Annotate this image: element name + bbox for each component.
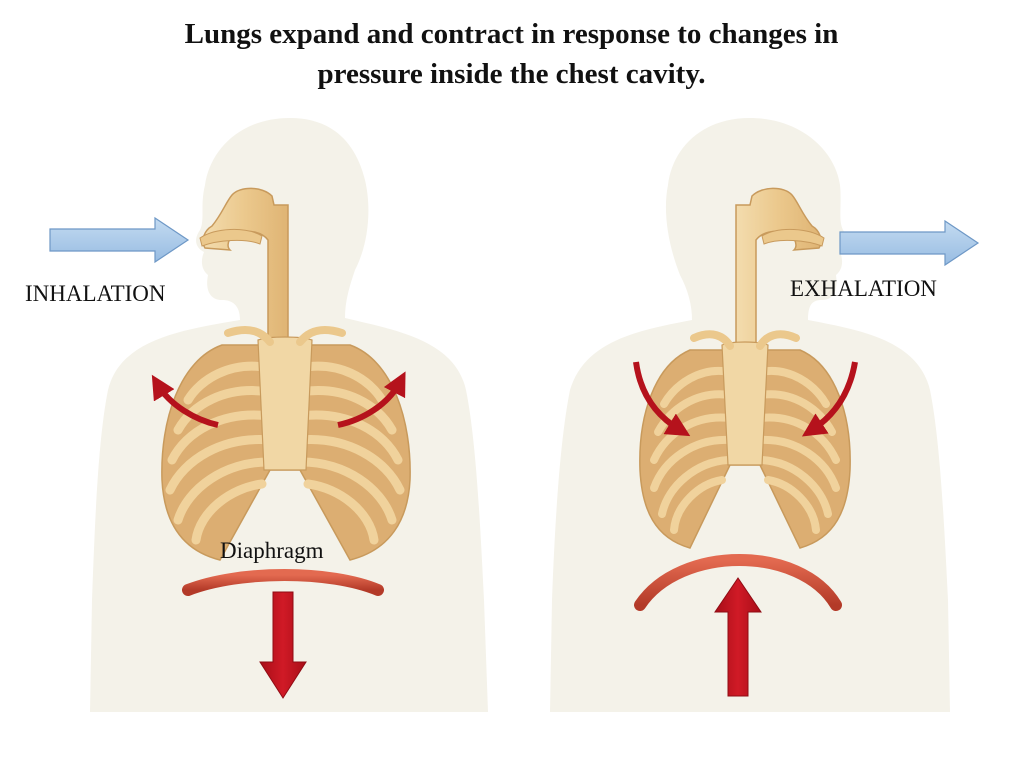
page-title: Lungs expand and contract in response to…	[0, 14, 1023, 94]
diaphragm-down-arrow	[259, 591, 307, 699]
mouth-left	[199, 228, 263, 247]
rib-contraction-arrow-left	[633, 361, 691, 437]
mouth-right	[761, 228, 825, 247]
title-line-1: Lungs expand and contract in response to…	[184, 18, 839, 50]
exhalation-figure	[550, 118, 980, 712]
rib-expansion-arrow-left	[151, 374, 219, 428]
inhalation-label: INHALATION	[25, 281, 166, 306]
diaphragm-right	[634, 554, 842, 611]
exhalation-label: EXHALATION	[790, 276, 937, 301]
rib-contraction-arrow-right	[801, 361, 858, 437]
rib-cage-left	[161, 326, 411, 561]
rib-expansion-arrow-right	[337, 371, 406, 428]
inhale-air-arrow	[49, 216, 190, 264]
diaphragm-label: Diaphragm	[220, 538, 324, 563]
inhalation-figure	[49, 118, 488, 712]
title-line-2: pressure inside the chest cavity.	[317, 58, 706, 90]
diaphragm-left	[182, 569, 384, 596]
rib-cage-right	[639, 330, 851, 549]
diaphragm-up-arrow	[714, 577, 762, 697]
exhale-air-arrow	[839, 219, 980, 267]
